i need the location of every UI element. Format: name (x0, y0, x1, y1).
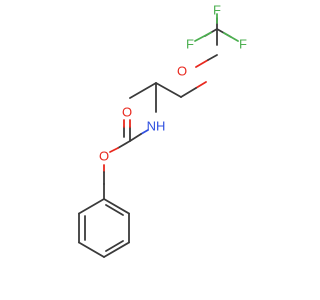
ring-bond-1 (103, 198, 130, 215)
fluorine-label-left: F (186, 37, 194, 52)
bond-c-oester-a (117, 140, 131, 149)
ring-inner-bond-1 (105, 204, 124, 216)
bond-cf3-f-right-half (223, 32, 239, 42)
bond-ch-methyl (129, 82, 157, 99)
ester-oxygen-label: O (99, 149, 109, 164)
amide-nitrogen-label: NH (147, 119, 166, 134)
ring-bond-6 (78, 198, 105, 215)
ring-bond-4 (78, 241, 105, 258)
ring-inner-bond-2 (105, 240, 124, 252)
bond-o-ch2-b (180, 87, 197, 98)
bond-c-oester-b (109, 147, 119, 153)
bond-n-c-a (140, 129, 149, 135)
structure-canvas: F F F O NH O O (78, 3, 247, 258)
bond-cf3-f-left-half (194, 31, 212, 42)
ring-bond-3 (103, 241, 130, 258)
bond-ch2-ch-real (155, 82, 182, 98)
bond-o-ch2-a (195, 81, 207, 89)
atom-labels: F F F O NH O O (99, 3, 247, 164)
bonds (78, 13, 239, 258)
bond-cf3-o-red (195, 59, 209, 68)
bond-n-c-b (129, 133, 142, 142)
carbonyl-oxygen-label: O (122, 105, 132, 120)
fluorine-label-right: F (239, 37, 247, 52)
bond-cf3-c-o (207, 54, 218, 61)
molecule-drawing: F F F O NH O O (78, 3, 247, 258)
fluorine-label-top: F (213, 3, 221, 18)
ether-oxygen-label: O (177, 64, 187, 79)
